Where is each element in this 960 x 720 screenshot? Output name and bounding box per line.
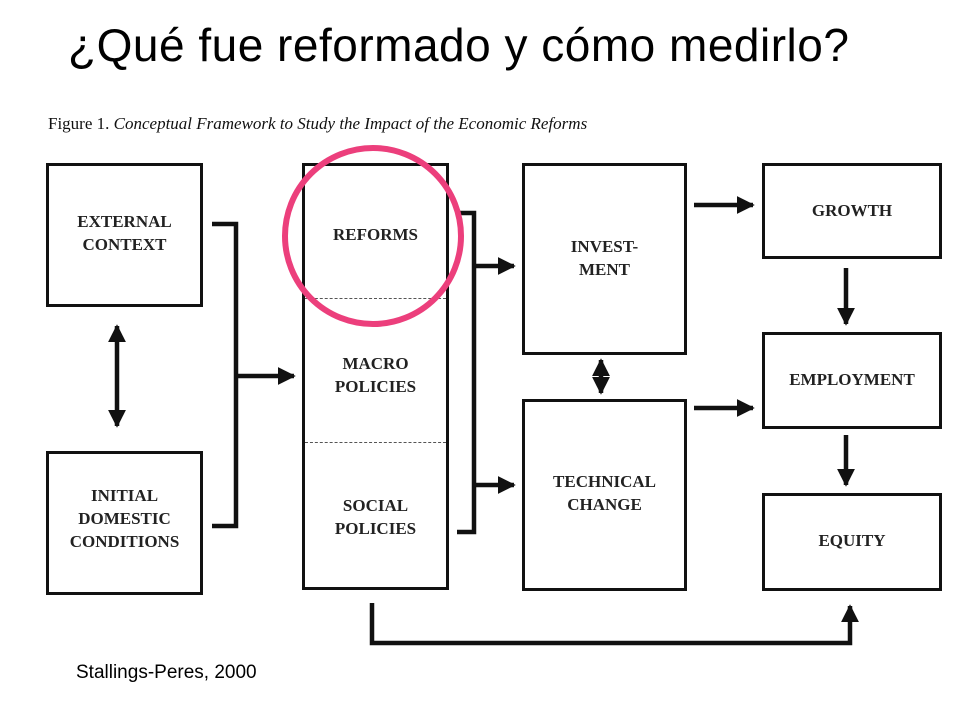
policies-to-equity-loop (369, 603, 859, 646)
reforms-highlight-circle (282, 145, 464, 327)
reforms-label: REFORMS (333, 225, 418, 244)
external-context-box (46, 163, 203, 307)
policies-box (302, 163, 449, 590)
initial-domestic-conditions-label: INITIAL DOMESTIC CONDITIONS (69, 486, 180, 551)
investment-label: INVEST- MENT (570, 237, 639, 279)
figure-caption-text: Conceptual Framework to Study the Impact… (113, 114, 588, 133)
left-bracket (212, 221, 239, 529)
technical-change-label: TECHNICAL CHANGE (553, 472, 656, 514)
source-citation: Stallings-Peres, 2000 (76, 662, 257, 683)
growth-box (762, 163, 942, 259)
macro-policies-label: MACRO POLICIES (334, 354, 417, 396)
growth-label: GROWTH (811, 201, 893, 220)
reforms-macro-divider (305, 298, 446, 299)
middle-bracket (457, 210, 477, 535)
initial-domestic-conditions-box (46, 451, 203, 595)
external-context-label: EXTERNAL CONTEXT (77, 212, 172, 254)
slide-title: ¿Qué fue reformado y cómo medirlo? (68, 19, 850, 71)
technical-change-box (522, 399, 687, 591)
equity-label: EQUITY (818, 531, 886, 550)
figure-caption: Figure 1. Conceptual Framework to Study … (48, 114, 587, 134)
employment-box (762, 332, 942, 429)
macro-social-divider (305, 442, 446, 443)
social-policies-label: SOCIAL POLICIES (334, 496, 417, 538)
figure-caption-prefix: Figure 1. (48, 114, 110, 133)
employment-label: EMPLOYMENT (789, 370, 915, 389)
equity-box (762, 493, 942, 591)
investment-box (522, 163, 687, 355)
